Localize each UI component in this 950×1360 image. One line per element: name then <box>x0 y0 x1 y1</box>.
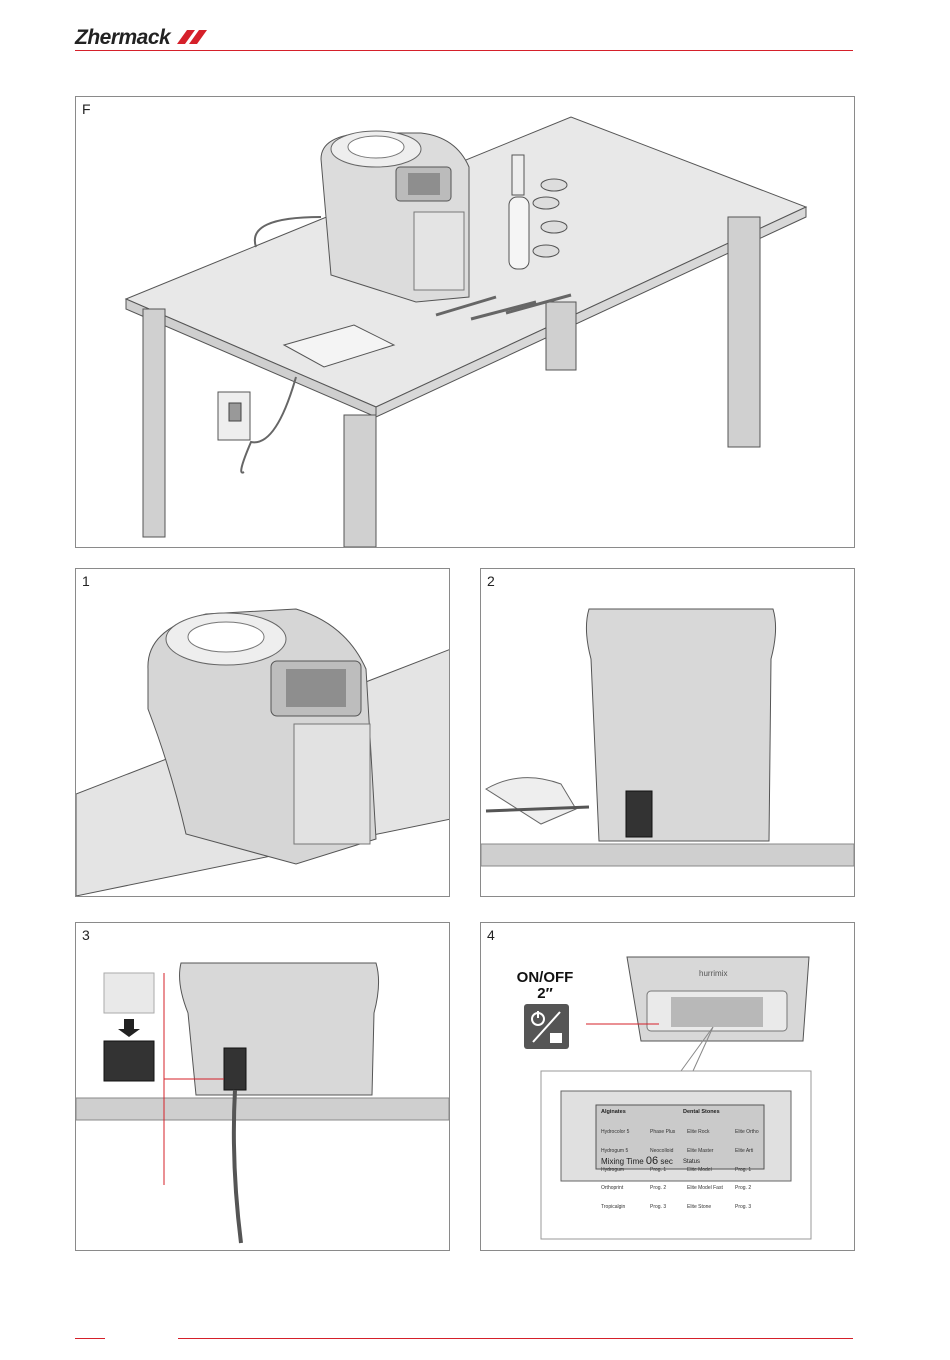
brand-mark-icon <box>177 30 207 44</box>
stones-col2: Elite Ortho Elite Arti Prog. 1 Prog. 2 P… <box>735 1129 759 1210</box>
alginates-title: Alginates <box>601 1109 626 1115</box>
alginates-col2: Phase Plus Neocolloid Prog. 1 Prog. 2 Pr… <box>650 1129 676 1210</box>
panel-2: 2 <box>480 568 855 897</box>
panel-f: F <box>75 96 855 548</box>
stones-col1: Elite Rock Elite Master Elite Model Elit… <box>687 1129 723 1210</box>
panel-label: F <box>82 101 91 117</box>
switch-illustration <box>76 962 449 1244</box>
brand-logo: Zhermack <box>75 26 171 49</box>
panel-label: 1 <box>82 573 90 589</box>
panel-3: 3 <box>75 922 450 1251</box>
status-label: Status <box>683 1159 701 1165</box>
footer-rule-left <box>75 1338 105 1339</box>
panel-label: 4 <box>487 927 495 943</box>
panel-label: 3 <box>82 927 90 943</box>
rear-view-illustration <box>481 608 854 867</box>
on-off-title: ON/OFF <box>516 969 574 986</box>
power-lock-icon <box>531 1011 562 1043</box>
device-illustration <box>76 608 449 896</box>
header-rule <box>75 50 853 51</box>
footer-rule-right <box>178 1338 853 1339</box>
setup-illustration <box>124 116 808 547</box>
device-brand: hurrimix <box>699 969 728 978</box>
panel-label: 2 <box>487 573 495 589</box>
alginates-col1: Hydrocolor 5 Hydrogum 5 Hydrogum Orthopr… <box>601 1129 630 1210</box>
on-off-time: 2″ <box>537 985 553 1002</box>
panel-4: 4 ON/OFF 2″ hurrimix Alginates Hydrocolo… <box>480 922 855 1251</box>
dental-stones-title: Dental Stones <box>683 1109 720 1115</box>
mixing-time: Mixing Time 06 sec <box>601 1155 673 1167</box>
control-panel-illustration <box>524 956 812 1240</box>
panel-1: 1 <box>75 568 450 897</box>
